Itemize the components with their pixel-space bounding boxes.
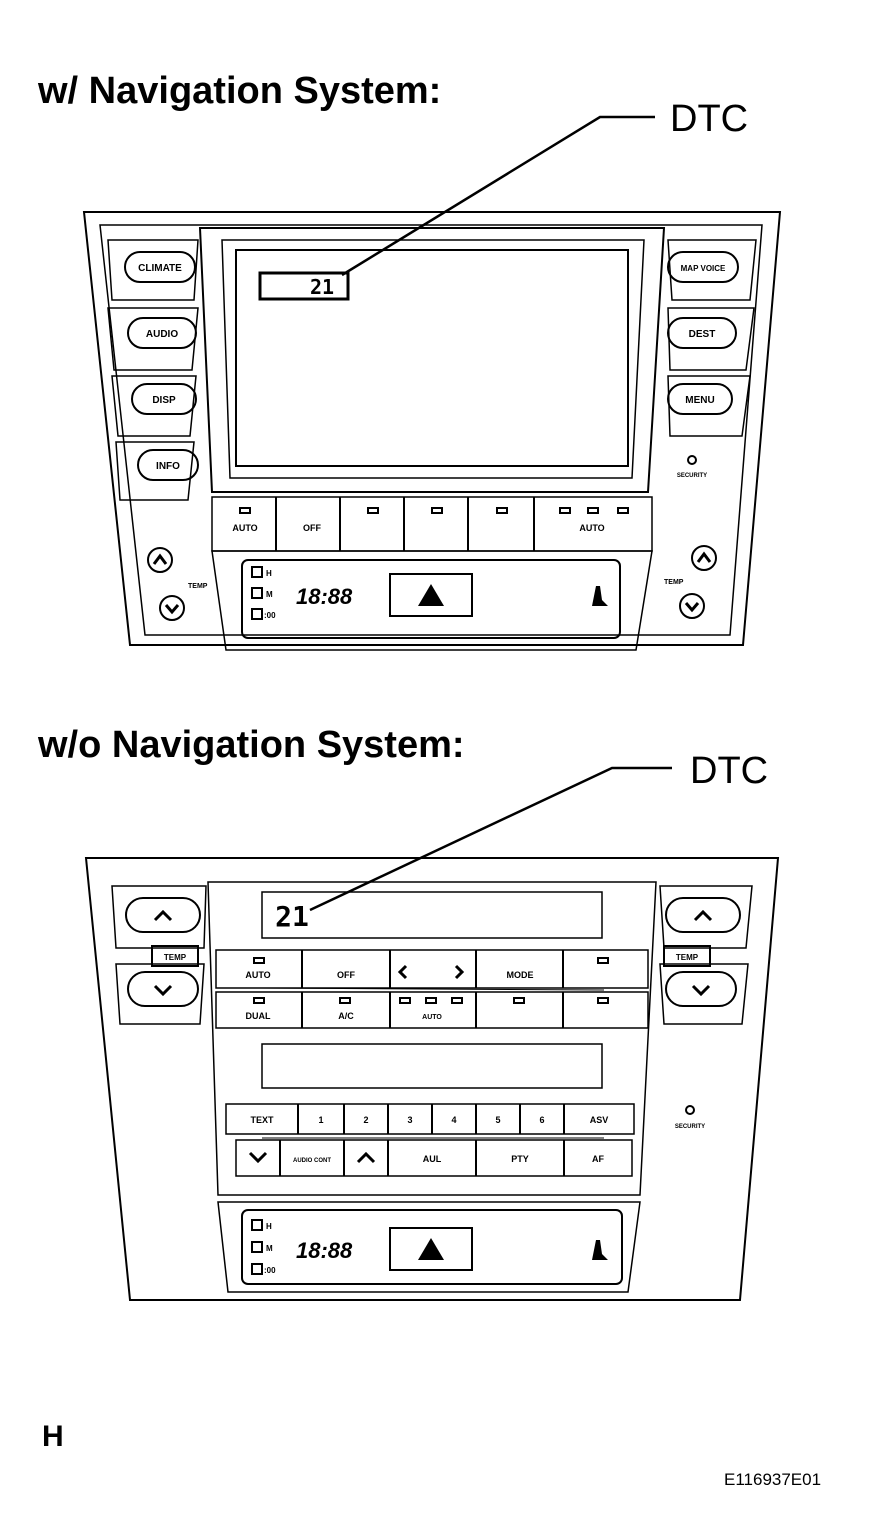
nonav-ind-m: M	[266, 1244, 273, 1253]
nonav-temp-up-left	[125, 897, 201, 933]
nav-btn-audio: AUDIO	[146, 329, 178, 340]
nonav-preset-2: 2	[363, 1115, 368, 1125]
nav-screen-frame	[198, 227, 666, 493]
nonav-btn-audio-cont: AUDIO CONT	[293, 1158, 331, 1164]
nonav-preset-5: 5	[495, 1115, 500, 1125]
nav-temp-label-left: TEMP	[188, 583, 208, 590]
nav-btn-map-voice: MAP VOICE	[681, 264, 726, 273]
nonav-btn-aul: AUL	[423, 1154, 442, 1164]
fan-icon	[592, 586, 608, 606]
nonav-btn-pty: PTY	[511, 1154, 529, 1164]
nav-btn-disp: DISP	[152, 395, 176, 406]
nav-left-buttons	[107, 239, 199, 501]
nonav-btn-off: OFF	[337, 970, 355, 980]
nonav-dtc-code: 21	[275, 900, 309, 933]
nav-ind-h: H	[266, 569, 272, 578]
hazard-icon	[418, 584, 444, 606]
nav-dtc-box	[258, 271, 350, 301]
nav-dtc-code: 21	[310, 275, 334, 299]
nonav-temp-down-left	[127, 971, 199, 1007]
nonav-temp-up-right	[665, 897, 741, 933]
nonav-second-display	[261, 1043, 603, 1089]
nav-right-buttons	[667, 239, 757, 465]
nonav-callout-leader	[309, 766, 672, 912]
nonav-btn-auto-2: AUTO	[422, 1014, 442, 1021]
nonav-ind-00: :00	[264, 1266, 276, 1275]
nonav-preset-4: 4	[451, 1115, 456, 1125]
nonav-temp-label-left: TEMP	[164, 953, 187, 962]
nav-btn-info: INFO	[156, 461, 180, 472]
nav-callout-leader	[341, 115, 655, 277]
nav-temp-down-right	[679, 593, 705, 619]
nonav-preset-3: 3	[407, 1115, 412, 1125]
nav-clock: 18:88	[296, 584, 353, 609]
nav-btn-climate: CLIMATE	[138, 263, 182, 274]
nonav-panel-diagram: TEMP TEMP AUTO OFF MODE DUAL A/C AUTO TE…	[84, 766, 780, 1301]
nav-temp-up-left	[147, 547, 173, 573]
nav-temp-up-right	[691, 545, 717, 571]
nav-temp-label-right: TEMP	[664, 579, 684, 586]
corner-letter: H	[42, 1420, 64, 1453]
nav-temp-down-left	[159, 595, 185, 621]
hazard-icon	[418, 1238, 444, 1260]
figure-id: E116937E01	[724, 1470, 822, 1489]
nonav-btn-ac: A/C	[338, 1011, 354, 1021]
nav-climate-auto: AUTO	[232, 523, 257, 533]
nonav-heading: w/o Navigation System:	[38, 724, 465, 766]
fan-icon	[592, 1240, 608, 1260]
nav-outer-bezel	[82, 211, 782, 646]
nonav-btn-auto: AUTO	[245, 970, 270, 980]
nonav-outer-bezel	[84, 857, 780, 1301]
nonav-temp-label-right: TEMP	[676, 953, 699, 962]
nav-panel-diagram: CLIMATE AUDIO DISP INFO MAP VOICE DEST M…	[82, 115, 782, 651]
nav-btn-menu: MENU	[685, 395, 714, 406]
nonav-btn-mode: MODE	[507, 970, 534, 980]
nonav-clock: 18:88	[296, 1238, 353, 1263]
nonav-btn-dual: DUAL	[246, 1011, 271, 1021]
nonav-security-label: SECURITY	[675, 1124, 705, 1130]
nonav-ind-h: H	[266, 1222, 272, 1231]
nonav-preset-6: 6	[539, 1115, 544, 1125]
nav-security-label: SECURITY	[677, 473, 707, 479]
nav-btn-dest: DEST	[689, 329, 716, 340]
nav-heading: w/ Navigation System:	[38, 70, 442, 112]
nonav-temp-down-right	[665, 971, 737, 1007]
nonav-dtc-label: DTC	[690, 750, 769, 792]
nonav-top-display	[261, 891, 603, 939]
nonav-preset-1: 1	[318, 1115, 323, 1125]
nonav-hazard-button	[389, 1227, 473, 1271]
nav-ind-00: :00	[264, 611, 276, 620]
nonav-preset-text: TEXT	[250, 1115, 274, 1125]
nav-climate-auto-2: AUTO	[579, 523, 604, 533]
nonav-btn-af: AF	[592, 1154, 604, 1164]
nonav-preset-asv: ASV	[590, 1115, 609, 1125]
nav-climate-off: OFF	[303, 523, 321, 533]
nav-hazard-button	[389, 573, 473, 617]
nav-dtc-label: DTC	[670, 98, 749, 140]
nav-ind-m: M	[266, 590, 273, 599]
